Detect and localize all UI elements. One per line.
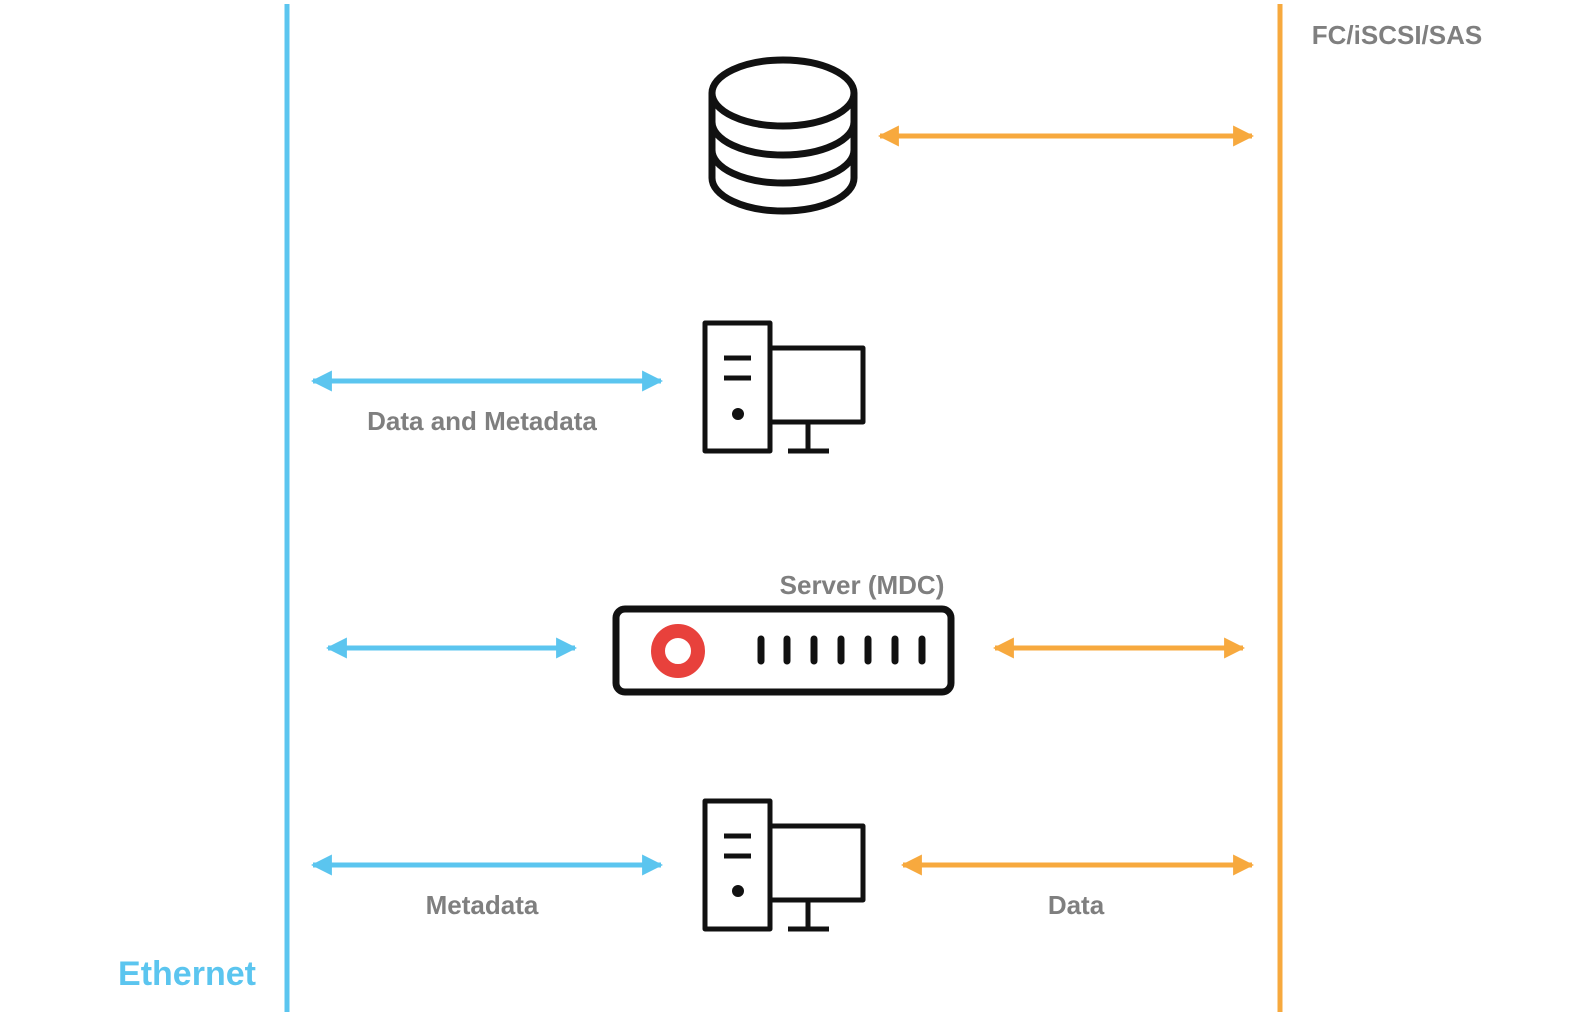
workstation-power-dot bbox=[732, 408, 744, 420]
server-rack-icon bbox=[612, 605, 955, 696]
server-indicator-icon bbox=[651, 624, 705, 678]
fc-iscsi-sas-label: FC/iSCSI/SAS bbox=[1312, 20, 1482, 50]
metadata-label: Metadata bbox=[426, 890, 539, 920]
ethernet-label: Ethernet bbox=[118, 955, 256, 993]
server-vent-slots bbox=[757, 635, 926, 665]
workstation-icon bbox=[702, 320, 866, 454]
data-label: Data bbox=[1048, 890, 1105, 920]
database-icon bbox=[708, 56, 858, 215]
data-and-metadata-label: Data and Metadata bbox=[367, 406, 597, 436]
server-mdc-label: Server (MDC) bbox=[780, 570, 945, 600]
workstation-power-dot bbox=[732, 885, 744, 897]
workstation-icon bbox=[702, 798, 866, 932]
